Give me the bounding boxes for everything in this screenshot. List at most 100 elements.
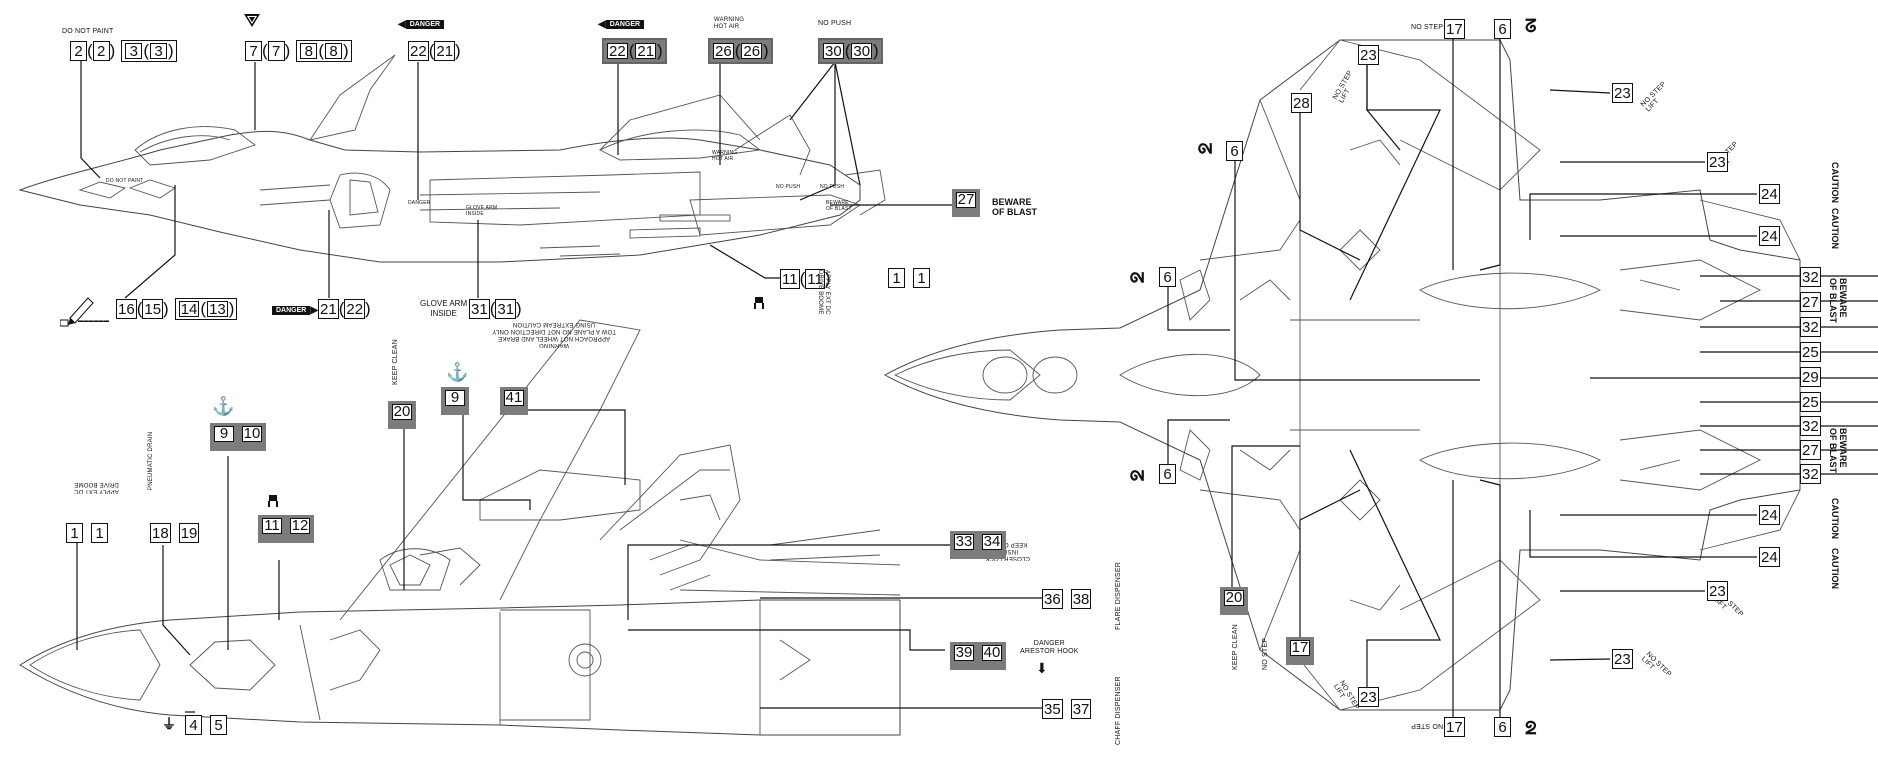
plane-do-not-paint: DO NOT PAINT — [106, 178, 144, 184]
anchor-icon-2: ⚓ — [446, 362, 469, 382]
ground-icon: ⏚ — [162, 716, 176, 732]
callout-6-b: 6 — [1226, 140, 1243, 162]
warning-hot-air-caption: WARNING HOT AIR — [714, 17, 745, 30]
callout-35-37: 35 37 — [1042, 699, 1092, 719]
bottom-view-aircraft — [19, 319, 901, 736]
callout-23-a: 23 — [1358, 45, 1379, 65]
paint-note-text: ▬▬▬▬▬▬ — [78, 318, 110, 324]
beware-of-blast-caption-top-1: BEWARE OF BLAST — [1828, 278, 1848, 323]
callout-1-top: 1 1 — [888, 267, 930, 289]
plane-beware: BEWARE OF BLAST — [826, 200, 852, 212]
glove-arm-inside-caption: GLOVE ARM INSIDE — [420, 299, 468, 318]
callout-32-c: 32 — [1800, 416, 1821, 436]
apply-ext-dc-caption-top: APPLY EXT DC DRIVE BOOME — [817, 270, 830, 315]
callout-27-a: 27 — [1800, 292, 1821, 312]
callout-27-b: 27 — [1800, 440, 1821, 460]
callout-24-d: 24 — [1759, 547, 1780, 567]
no-step-caption-top: NO STEP — [1411, 24, 1444, 31]
no-push-caption: NO PUSH — [818, 20, 852, 27]
callout-20-bottom: 20 — [388, 401, 416, 429]
plane-no-push-2: NO PUSH — [820, 184, 845, 190]
no-step-caption-left: NO STEP — [1262, 637, 1269, 670]
callout-31: 31 (31) — [469, 299, 522, 319]
bottom-view-leader-lines — [76, 395, 1058, 713]
callout-23-c: 23 — [1707, 152, 1728, 172]
callout-32-a: 32 — [1800, 267, 1821, 287]
callout-30: 30(30) — [818, 38, 883, 64]
mark-2-top: ᘔ — [1525, 16, 1537, 36]
beware-of-blast-caption-top-2: BEWARE OF BLAST — [1828, 428, 1848, 473]
callout-32-d: 32 — [1800, 464, 1821, 484]
callout-20-top: 20 — [1220, 587, 1248, 615]
beware-of-blast-caption: BEWARE OF BLAST — [992, 197, 1037, 217]
callout-23-f: 23 — [1358, 687, 1379, 707]
callout-2: 2 (2) 3(3) — [70, 40, 177, 62]
callout-28: 28 — [1291, 93, 1312, 113]
callout-23-b: 23 — [1612, 83, 1633, 103]
pneumatic-drain-caption: PNEUMATIC DRAIN — [148, 431, 154, 490]
mark-2-left-top: ᘔ — [1194, 142, 1215, 155]
do-not-paint-caption: DO NOT PAINT — [62, 28, 114, 35]
keep-clean-caption-bottom: KEEP CLEAN — [392, 339, 399, 385]
callout-24-c: 24 — [1759, 505, 1780, 525]
caution-caption-4: CAUTION — [1830, 548, 1840, 589]
danger-flag-top-1: ◀DANGER — [398, 19, 445, 30]
apply-ext-dc-caption-bottom: APPLY EXT DC DRIVE BOOME — [74, 481, 119, 494]
chaff-dispenser-caption: CHAFF DISPENSER — [1115, 676, 1122, 745]
callout-7: 7 (7) 8(8) — [245, 40, 352, 62]
boarding-step-icon-bottom — [266, 494, 280, 508]
anchor-icon-1: ⚓ — [212, 396, 235, 416]
callout-39-40: 39 40 — [950, 642, 1006, 670]
side-view-aircraft — [18, 54, 886, 263]
danger-flag-top-2: ◀DANGER — [598, 19, 645, 30]
top-view-aircraft — [883, 39, 1801, 711]
callout-4-5: 4 5 — [185, 714, 227, 736]
no-step-caption-bottom: NO STEP — [1411, 722, 1444, 729]
callout-22b: 22(21) — [602, 38, 667, 64]
triangle-warning-icon — [244, 14, 260, 28]
pencil-icon — [59, 288, 100, 328]
callout-11-side: 11 (11) — [780, 269, 831, 289]
callout-32-b: 32 — [1800, 317, 1821, 337]
callout-11-12: 11 12 — [258, 515, 314, 543]
callout-26: 26(26) — [708, 38, 773, 64]
callout-17-bottom: 17 — [1444, 717, 1465, 737]
callout-1-bottom: 1 1 — [66, 522, 108, 544]
callout-22a: 22 (21) — [408, 41, 461, 61]
warning-text-bottom: WARNING APPROACH NOT WHEEL AND BRAKE TOW… — [492, 321, 616, 348]
callout-17-left: 17 — [1286, 637, 1314, 665]
callout-24-a: 24 — [1759, 184, 1780, 204]
callout-6-d: 6 — [1159, 463, 1176, 485]
callout-6-bottom: 6 — [1494, 716, 1511, 738]
callout-23-d: 23 — [1707, 581, 1728, 601]
callout-6-top: 6 — [1494, 18, 1511, 40]
callout-23-e: 23 — [1612, 649, 1633, 669]
callout-6-c: 6 — [1159, 266, 1176, 288]
callout-36-38: 36 38 — [1042, 589, 1092, 609]
callout-41: 41 — [500, 387, 528, 415]
keep-clean-caption-top: KEEP CLEAN — [1232, 624, 1239, 670]
arrow-down-icon: ⬇ — [1036, 660, 1048, 676]
plane-glove-arm: GLOVE ARM INSIDE — [466, 205, 498, 217]
callout-21: 21 (22) — [318, 299, 371, 319]
caution-caption-2: CAUTION — [1830, 208, 1840, 249]
caution-caption-3: CAUTION — [1830, 498, 1840, 539]
danger-flag-bottom: DANGER▶ — [272, 305, 318, 316]
callout-25-b: 25 — [1800, 392, 1821, 412]
caution-caption-1: CAUTION — [1830, 162, 1840, 203]
callout-25-a: 25 — [1800, 342, 1821, 362]
flare-dispenser-caption: FLARE DISPENSER — [1115, 562, 1122, 630]
callout-29: 29 — [1800, 367, 1821, 387]
mark-2-left-mid: ᘔ — [1126, 271, 1147, 284]
plane-hot-air: WARNING HOT AIR — [712, 150, 738, 162]
boarding-step-icon — [752, 296, 766, 310]
mark-2-left-low: ᘔ — [1126, 469, 1147, 482]
danger-arestor-hook-caption: DANGER ARESTOR HOOK — [1020, 640, 1079, 655]
plane-danger: DANGER — [408, 200, 431, 206]
top-view-leader-lines — [1167, 35, 1878, 720]
callout-16: 16 (15) 14(13) — [116, 298, 238, 320]
callout-24-b: 24 — [1759, 226, 1780, 246]
callout-18: 18 19 — [150, 523, 200, 543]
